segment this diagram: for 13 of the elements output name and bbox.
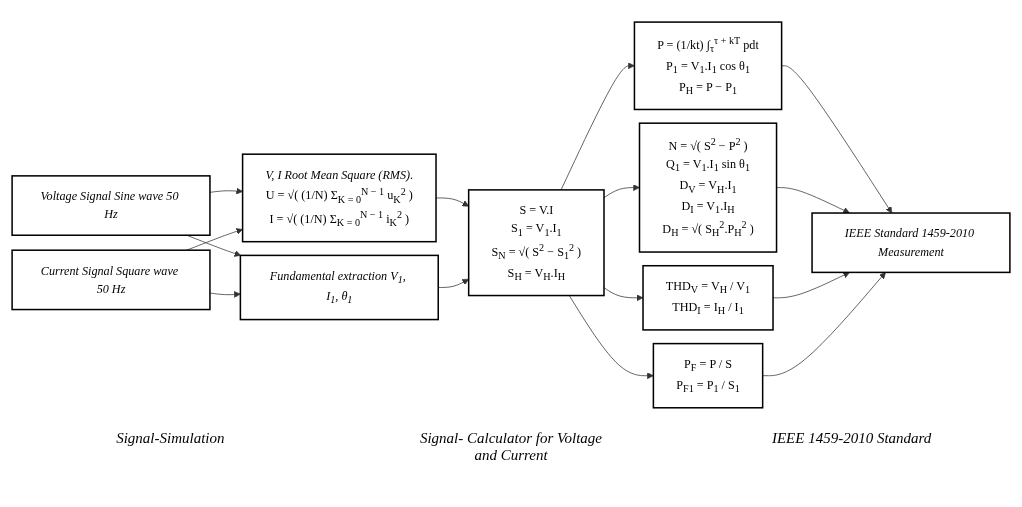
formula-box: S = V.I S$_{1}$ = V$_{1}$.I$_{1}$ S$_{N}$ = √( S$^{2}$ − S$_{1}$$^{2}$ ) S$_{H}$ = V$_{H}$.I$_{H}$ [467,189,605,297]
formula-box: V, I Root Mean Square (RMS). U = √( (1/N) Σ$_{K = 0}$$^{N − 1}$ u$_{K}$$^{2}$ ) I = √( (1/N) Σ$_{K = 0}$$^{N − 1}$ i$_{K}$$^{2}$ ) [241,153,437,243]
formula-box: Fundamental extraction V$_{1}$, I$_{1}$, θ$_{1}$ [239,254,439,321]
formula-box: N = √( S$^{2}$ − P$^{2}$ ) Q$_{1}$ = V$_{1}$.I$_{1}$ sin θ$_{1}$ D$_{V}$ = V$_{H}$.I$_{1}$ D$_{I}$ = V$_{1}$.I$_{H}$ D$_{H}$ = √( S$_{H}$$^{2}$.P$_{H}$$^{2}$ ) [638,122,778,253]
formula-box: P$_{F}$ = P / S P$_{F1}$ = P$_{1}$ / S$_{1}$ [652,342,764,409]
column-label: Signal- Calculator for Voltage and Current [418,430,604,464]
formula-box: Voltage Signal Sine wave 50 Hz [11,175,211,237]
formula-box: Current Signal Square wave 50 Hz [11,249,211,311]
formula-box: THD$_{V}$ = V$_{H}$ / V$_{1}$ THD$_{I}$ = I$_{H}$ / I$_{1}$ [642,265,774,331]
column-label: IEEE 1459-2010 Standard [770,430,933,448]
formula-box: IEEE Standard 1459-2010 Measurement [811,212,1011,274]
column-label: Signal-Simulation [115,430,226,448]
formula-box: P = (1/kt) ∫$_{τ}$$^{τ + kT}$ pdt P$_{1}$ = V$_{1}$.I$_{1}$ cos θ$_{1}$ P$_{H}$ = P − P$_{1}$ [633,21,783,111]
